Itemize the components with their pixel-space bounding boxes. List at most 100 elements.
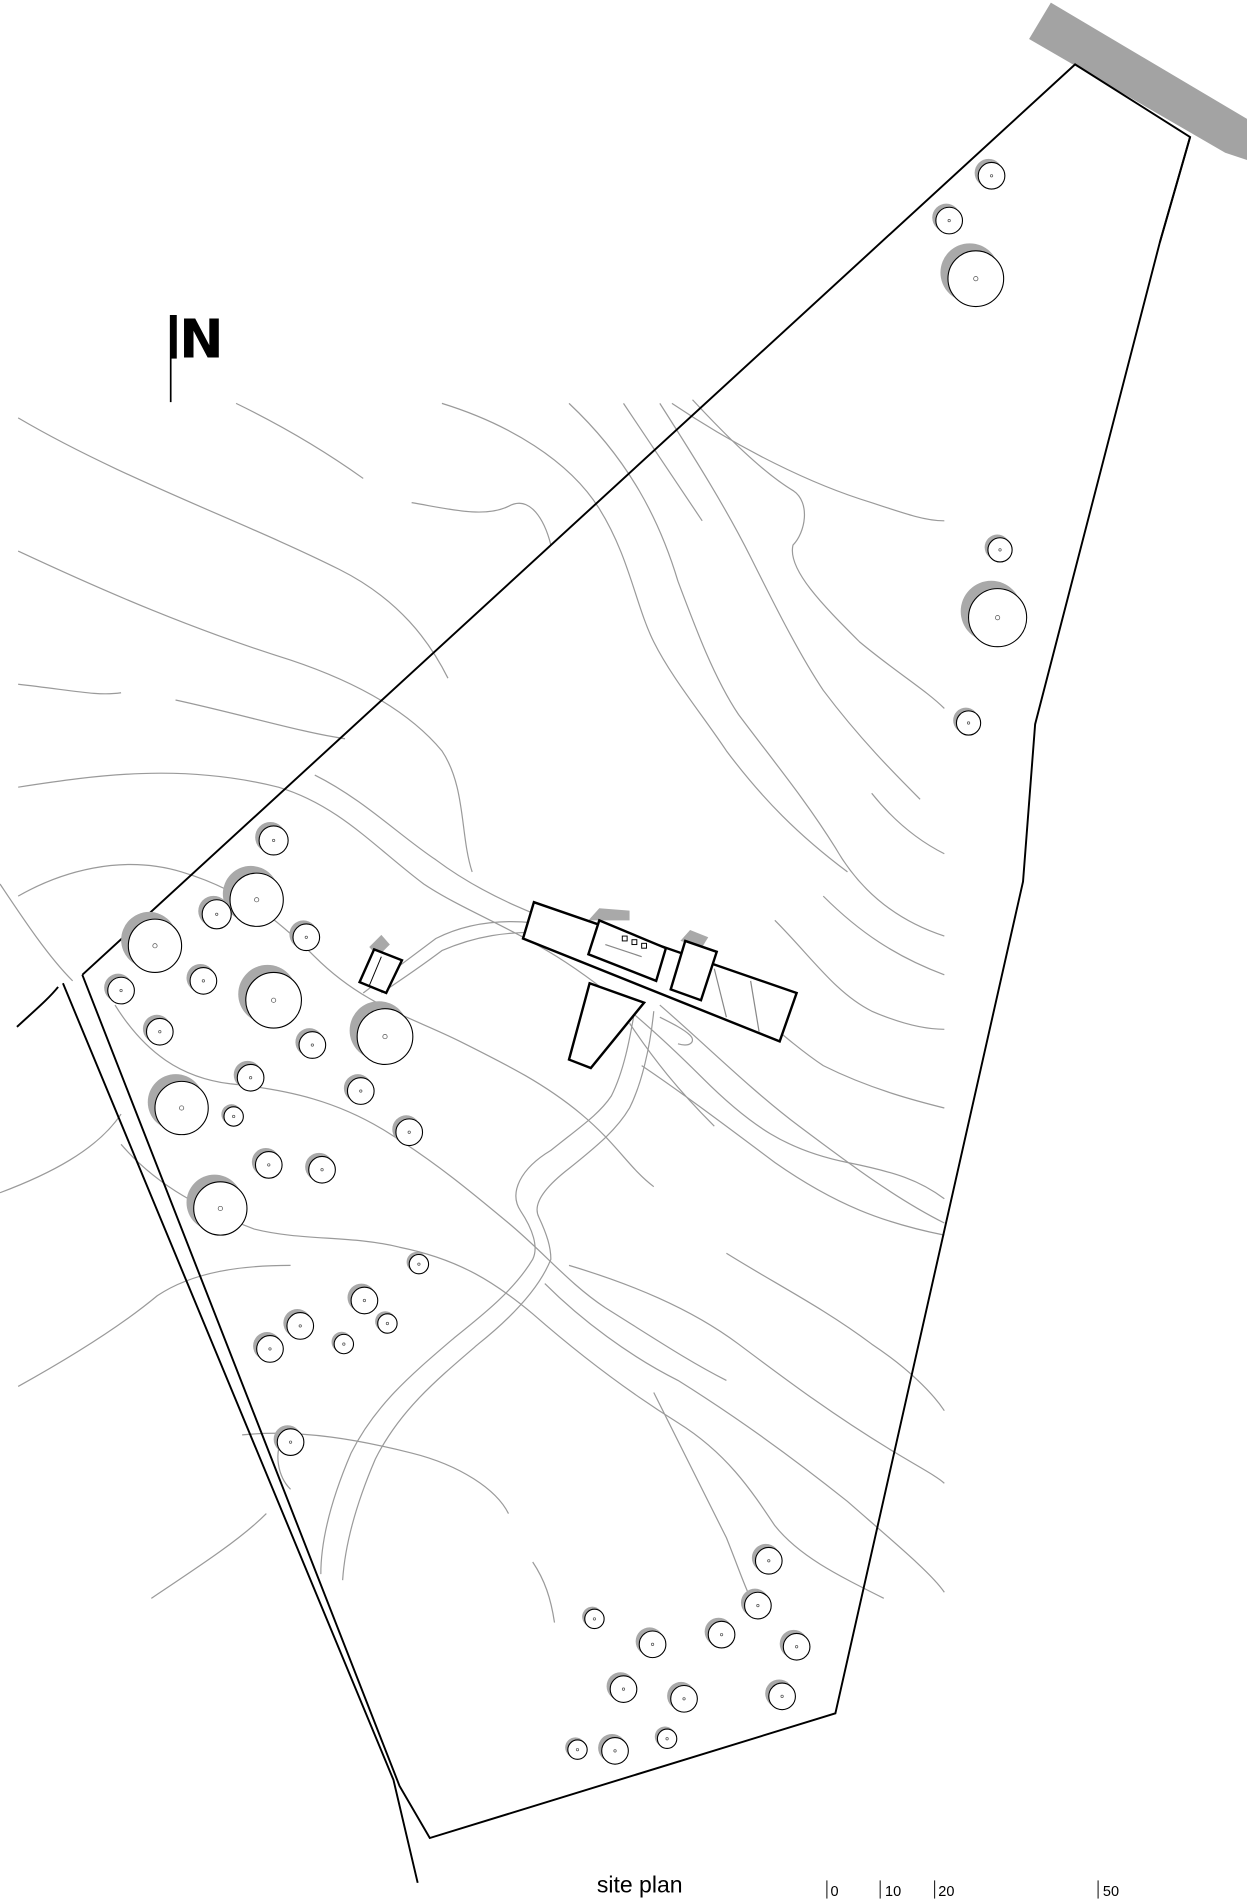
tree-trunk-mark: [407, 1130, 411, 1134]
tree-crown: [229, 872, 284, 927]
tree: [635, 1627, 667, 1659]
tree-crown: [707, 1620, 736, 1649]
tree: [349, 1001, 414, 1065]
tree-crown: [782, 1632, 811, 1661]
tree-crown: [609, 1675, 638, 1703]
tree: [406, 1251, 430, 1275]
tree-trunk-mark: [621, 1687, 626, 1691]
tree-trunk-mark: [272, 838, 276, 843]
tree: [751, 1543, 783, 1575]
tree-trunk-mark: [650, 1642, 655, 1646]
tree-trunk-mark: [179, 1105, 185, 1111]
tree-crown: [286, 1312, 315, 1340]
tree: [121, 911, 183, 973]
tree-trunk-mark: [152, 943, 158, 949]
tree-trunk-mark: [795, 1645, 799, 1649]
tree-crown: [987, 537, 1013, 563]
central-volume: [586, 918, 668, 983]
tree-crown: [638, 1630, 667, 1659]
tree: [273, 1425, 305, 1457]
tree-crown: [744, 1591, 772, 1620]
tree-trunk-mark: [158, 1030, 162, 1034]
tree-trunk-mark: [201, 979, 205, 983]
shed: [357, 947, 404, 995]
tree: [940, 243, 1005, 308]
tree: [565, 1737, 588, 1760]
tree-trunk-mark: [342, 1342, 346, 1346]
tree-crown: [258, 825, 289, 856]
tree-crown: [584, 1608, 605, 1630]
tree-trunk-mark: [267, 1163, 271, 1167]
tree-trunk-mark: [780, 1694, 784, 1698]
tree-trunk-mark: [232, 1114, 236, 1119]
tree: [331, 1331, 355, 1355]
tree-trunk-mark: [217, 1205, 223, 1212]
scale-bar: [826, 1880, 1099, 1899]
tree-crown: [292, 923, 321, 952]
property-boundary: [16, 63, 1192, 1884]
tree: [984, 534, 1013, 563]
tree-trunk-mark: [682, 1697, 686, 1701]
tree: [932, 203, 964, 235]
tree-crown: [154, 1080, 209, 1136]
tree-crown: [145, 1017, 174, 1046]
tree-crown: [977, 161, 1006, 190]
tree-trunk-mark: [767, 1559, 771, 1563]
tree-crown: [308, 1155, 336, 1184]
tree-trunk-mark: [417, 1262, 421, 1266]
tree: [953, 707, 982, 736]
tree: [375, 1311, 398, 1334]
scale-tick-10: 10: [885, 1884, 901, 1900]
tree-trunk-mark: [310, 1043, 314, 1047]
tree-crown: [127, 918, 183, 973]
buildings: [357, 900, 799, 1070]
drawing-caption: site plan: [597, 1872, 683, 1898]
tree-crown: [955, 710, 982, 736]
tree: [198, 895, 232, 930]
tree-crown: [567, 1739, 588, 1760]
tree: [221, 1104, 244, 1127]
tree-crown: [298, 1031, 327, 1059]
bedroom-volume: [669, 939, 719, 1002]
contour-lines: [0, 399, 945, 1623]
tree-trunk-mark: [756, 1604, 760, 1608]
tree: [582, 1606, 605, 1630]
tree-trunk-mark: [385, 1321, 389, 1326]
tree-trunk-mark: [613, 1749, 617, 1753]
tree: [289, 920, 321, 952]
tree: [186, 963, 218, 995]
tree-trunk-mark: [998, 548, 1002, 552]
tree-crown: [935, 206, 964, 235]
tree-trunk-mark: [973, 276, 979, 282]
tree-trunk-mark: [249, 1076, 253, 1080]
tree-trunk-mark: [382, 1034, 388, 1040]
tree-trunk-mark: [268, 1347, 272, 1351]
tree-crown: [967, 588, 1028, 648]
tree-trunk-mark: [966, 721, 971, 725]
tree-trunk-mark: [947, 218, 951, 223]
tree-crown: [356, 1008, 414, 1065]
tree-crown: [601, 1737, 629, 1765]
tree-crown: [346, 1077, 375, 1105]
tree: [233, 1060, 265, 1092]
tree: [186, 1174, 248, 1236]
tree-trunk-mark: [362, 1298, 366, 1303]
tree: [222, 865, 284, 927]
tree-trunk-mark: [592, 1617, 597, 1621]
tree: [253, 1332, 284, 1363]
tree-crown: [768, 1682, 796, 1711]
scale-tick-50: 50: [1103, 1884, 1119, 1900]
tree-trunk-mark: [995, 615, 1001, 621]
tree-crown: [670, 1684, 698, 1713]
tree-crown: [276, 1428, 305, 1457]
trees: [104, 158, 1028, 1765]
tree: [704, 1617, 736, 1649]
tree: [251, 1147, 283, 1179]
north-arrow: N: [169, 308, 224, 403]
tree-trunk-mark: [575, 1748, 580, 1752]
tree: [740, 1588, 772, 1620]
tree-crown: [245, 971, 303, 1029]
tree-crown: [408, 1253, 430, 1275]
tree-trunk-mark: [304, 935, 308, 939]
tree: [104, 973, 135, 1005]
